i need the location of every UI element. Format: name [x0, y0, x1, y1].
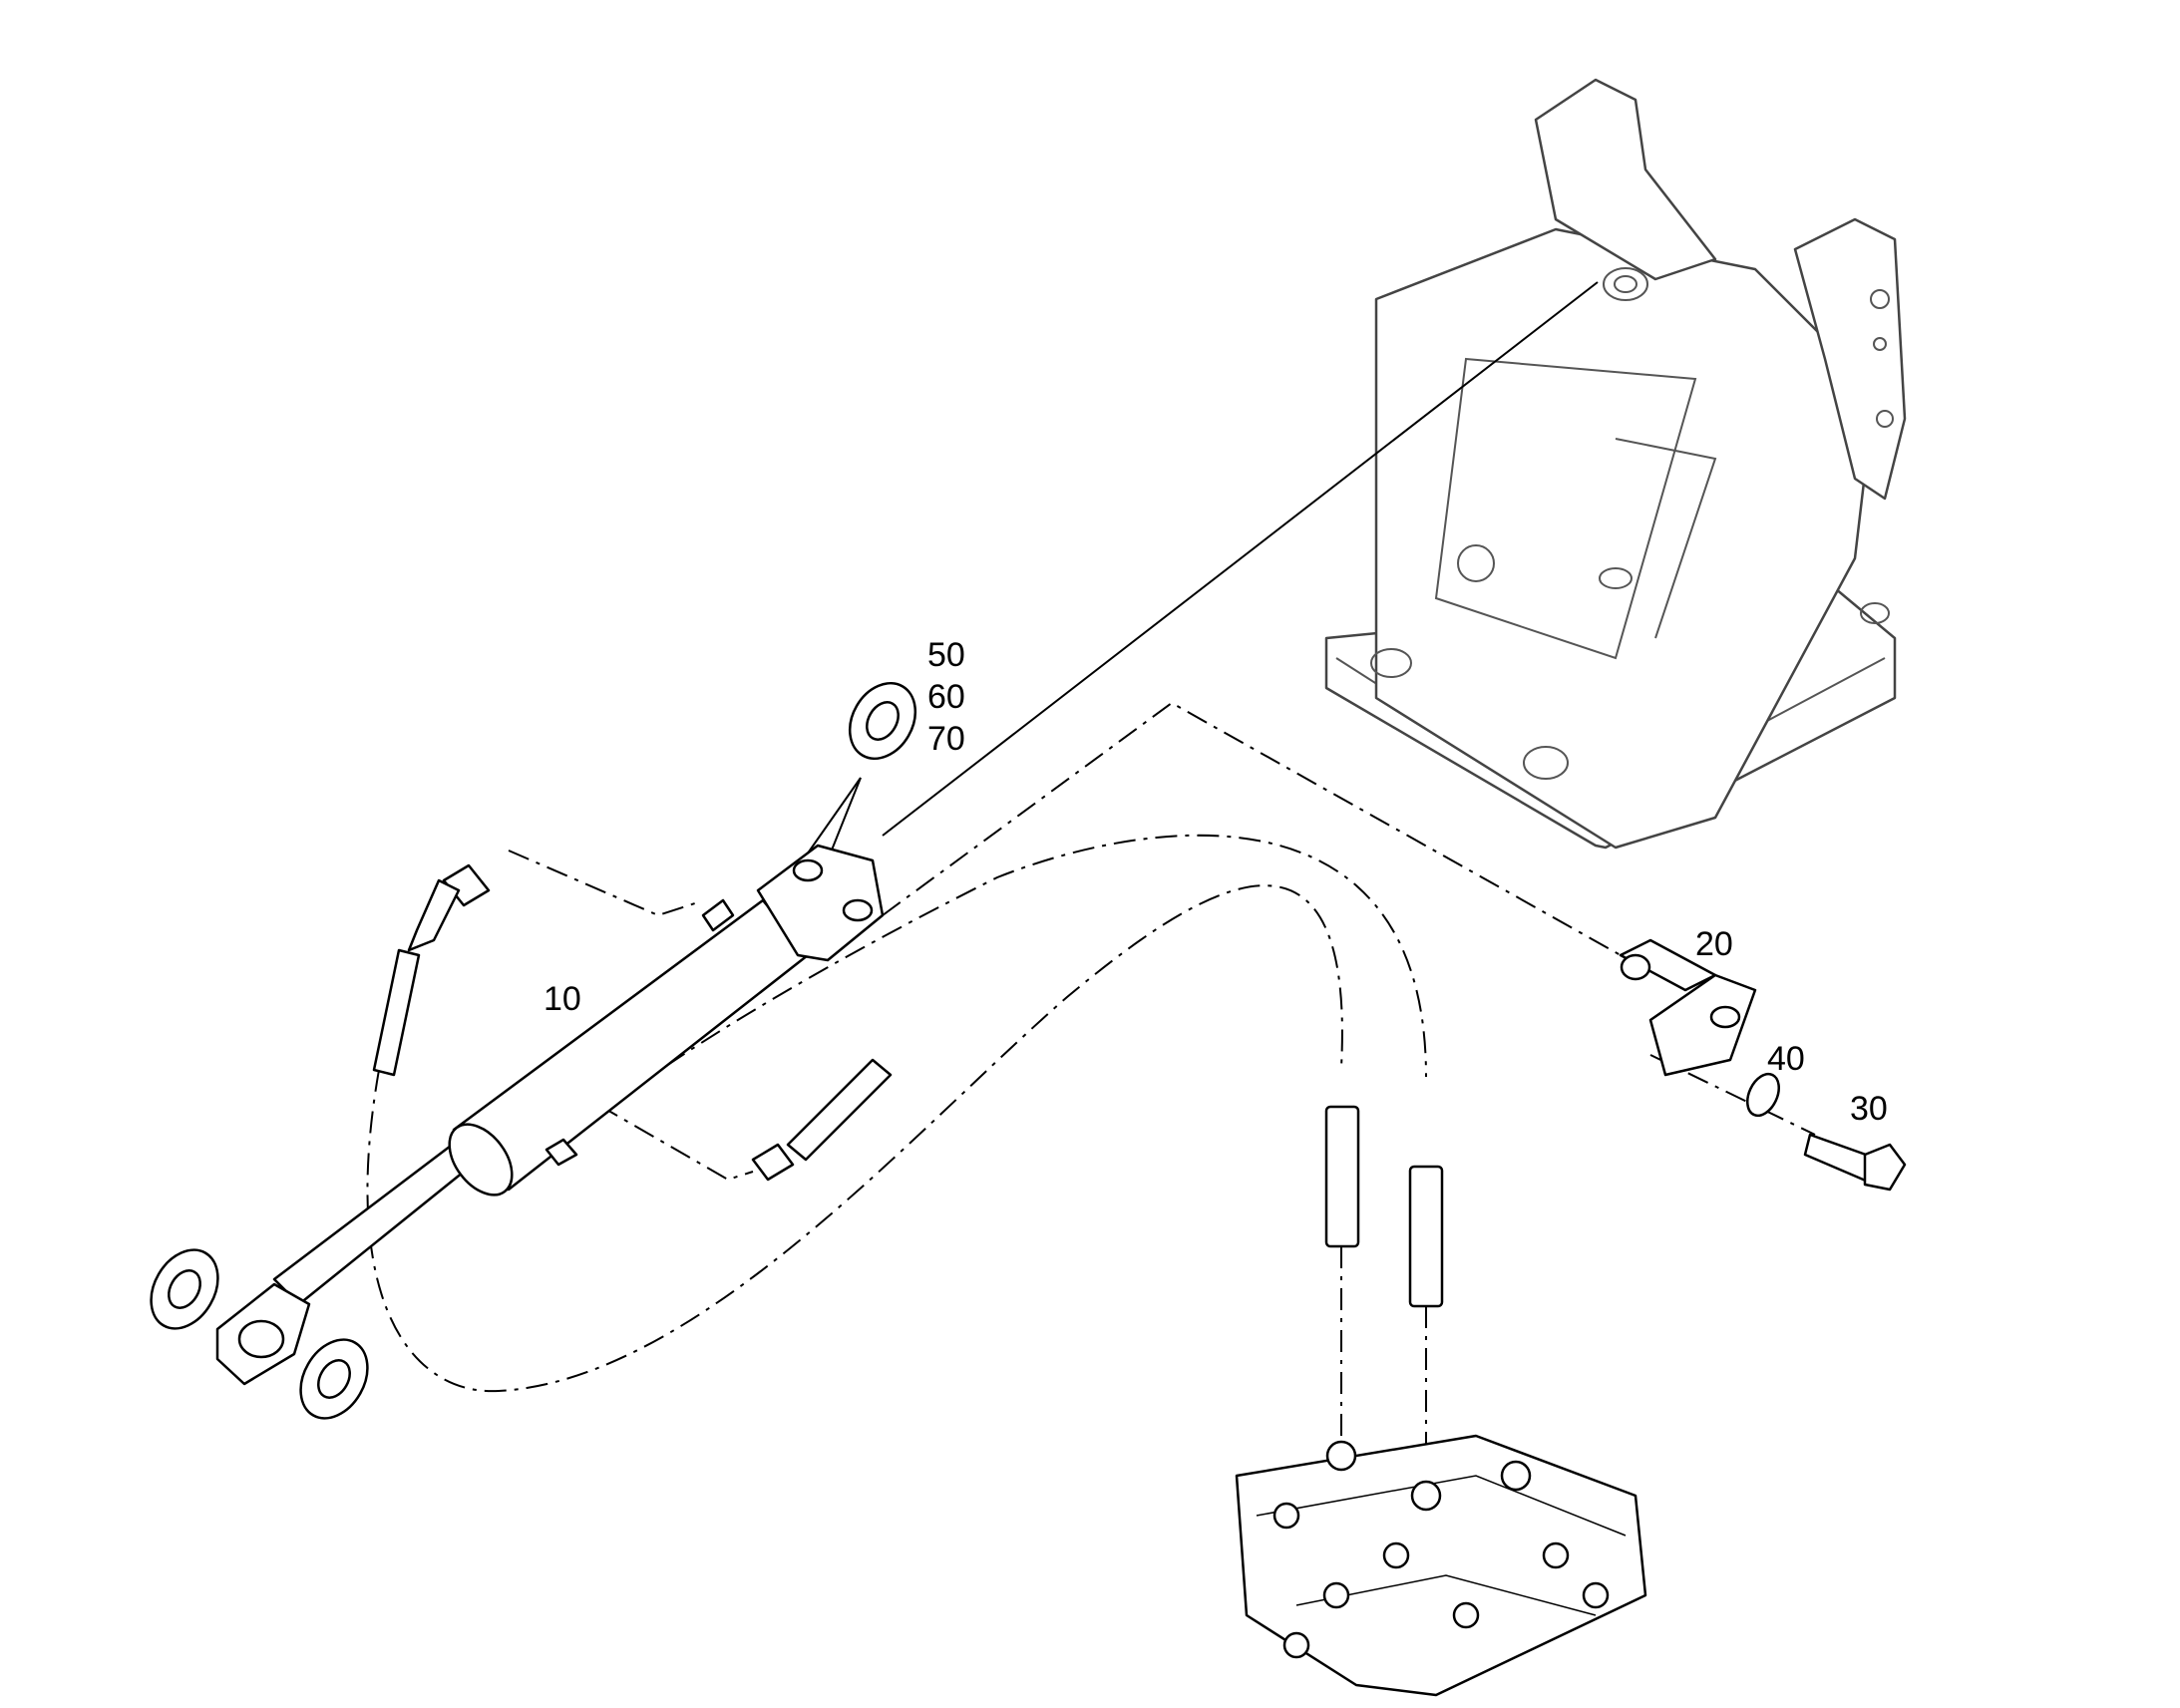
washer-group-50-60-70 — [848, 682, 917, 760]
hose-fitting-right — [751, 1058, 893, 1182]
loader-frame — [1324, 78, 1907, 850]
hose-ends — [1324, 1105, 1444, 1308]
callout-20: 20 — [1695, 925, 1733, 963]
callout-40: 40 — [1767, 1040, 1805, 1078]
callout-10: 10 — [544, 980, 581, 1018]
callout-30: 30 — [1850, 1090, 1888, 1128]
hydraulic-cylinder — [215, 844, 885, 1386]
callout-70: 70 — [927, 720, 965, 758]
leader-lines — [366, 281, 1816, 1486]
callout-labels: 10 20 30 40 50 60 70 — [544, 636, 1888, 1128]
control-valve — [1235, 1434, 1647, 1697]
bolt — [1803, 1133, 1907, 1192]
callout-60: 60 — [927, 678, 965, 716]
lock-washer — [1746, 1072, 1780, 1118]
callout-50: 50 — [927, 636, 965, 674]
hose-fitting-left — [372, 863, 491, 1077]
pivot-pin — [1619, 938, 1757, 1077]
rod-end-washers — [150, 1248, 369, 1420]
